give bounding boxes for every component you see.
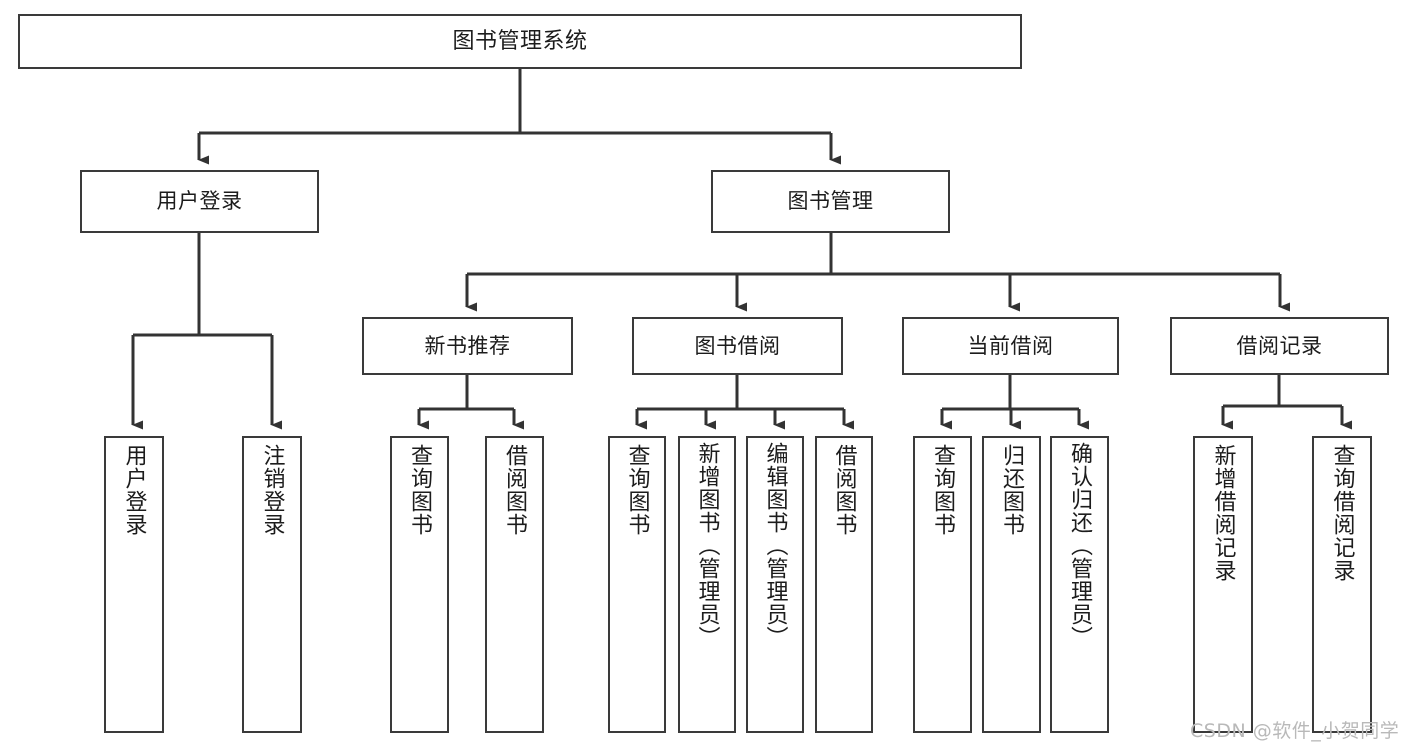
node-label: 借阅图书 <box>831 444 857 536</box>
node-label: 新增图书（管理员） <box>694 442 720 649</box>
node-label: 注销登录 <box>259 444 285 536</box>
leaf-borrow-book-recommend[interactable]: 借阅图书 <box>485 436 544 733</box>
node-borrow-record[interactable]: 借阅记录 <box>1170 317 1389 375</box>
node-label: 新书推荐 <box>424 333 511 358</box>
node-label: 确认归还（管理员） <box>1067 442 1093 649</box>
node-label: 查询图书 <box>930 444 956 536</box>
node-label: 编辑图书（管理员） <box>762 442 788 649</box>
node-label: 借阅记录 <box>1236 333 1323 358</box>
leaf-query-borrow-record[interactable]: 查询借阅记录 <box>1312 436 1372 733</box>
node-label: 图书管理系统 <box>452 28 588 54</box>
csdn-watermark: CSDN @软件_小贺同学 <box>1190 720 1400 742</box>
node-label: 借阅图书 <box>502 444 528 536</box>
leaf-edit-book-admin[interactable]: 编辑图书（管理员） <box>746 436 804 733</box>
node-label: 归还图书 <box>999 444 1025 536</box>
node-book-management[interactable]: 图书管理 <box>711 170 950 233</box>
leaf-logout[interactable]: 注销登录 <box>242 436 302 733</box>
leaf-return-book[interactable]: 归还图书 <box>982 436 1041 733</box>
leaf-user-login[interactable]: 用户登录 <box>104 436 164 733</box>
node-current-borrow[interactable]: 当前借阅 <box>902 317 1119 375</box>
leaf-borrow-book-borrow[interactable]: 借阅图书 <box>815 436 873 733</box>
leaf-query-book-borrow[interactable]: 查询图书 <box>608 436 666 733</box>
leaf-confirm-return-admin[interactable]: 确认归还（管理员） <box>1050 436 1109 733</box>
node-new-book-recommend[interactable]: 新书推荐 <box>362 317 573 375</box>
node-root-system[interactable]: 图书管理系统 <box>18 14 1022 69</box>
node-label: 当前借阅 <box>967 333 1054 358</box>
node-label: 用户登录 <box>121 444 147 536</box>
node-label: 查询图书 <box>624 444 650 536</box>
node-label: 查询借阅记录 <box>1329 444 1355 582</box>
node-label: 图书借阅 <box>694 333 781 358</box>
leaf-add-borrow-record[interactable]: 新增借阅记录 <box>1193 436 1253 733</box>
node-user-login[interactable]: 用户登录 <box>80 170 319 233</box>
node-label: 新增借阅记录 <box>1210 444 1236 582</box>
leaf-add-book-admin[interactable]: 新增图书（管理员） <box>678 436 736 733</box>
leaf-query-book-recommend[interactable]: 查询图书 <box>390 436 449 733</box>
node-label: 图书管理 <box>787 189 874 214</box>
node-label: 查询图书 <box>407 444 433 536</box>
leaf-query-book-current[interactable]: 查询图书 <box>913 436 972 733</box>
node-book-borrow[interactable]: 图书借阅 <box>632 317 843 375</box>
node-label: 用户登录 <box>156 189 243 214</box>
